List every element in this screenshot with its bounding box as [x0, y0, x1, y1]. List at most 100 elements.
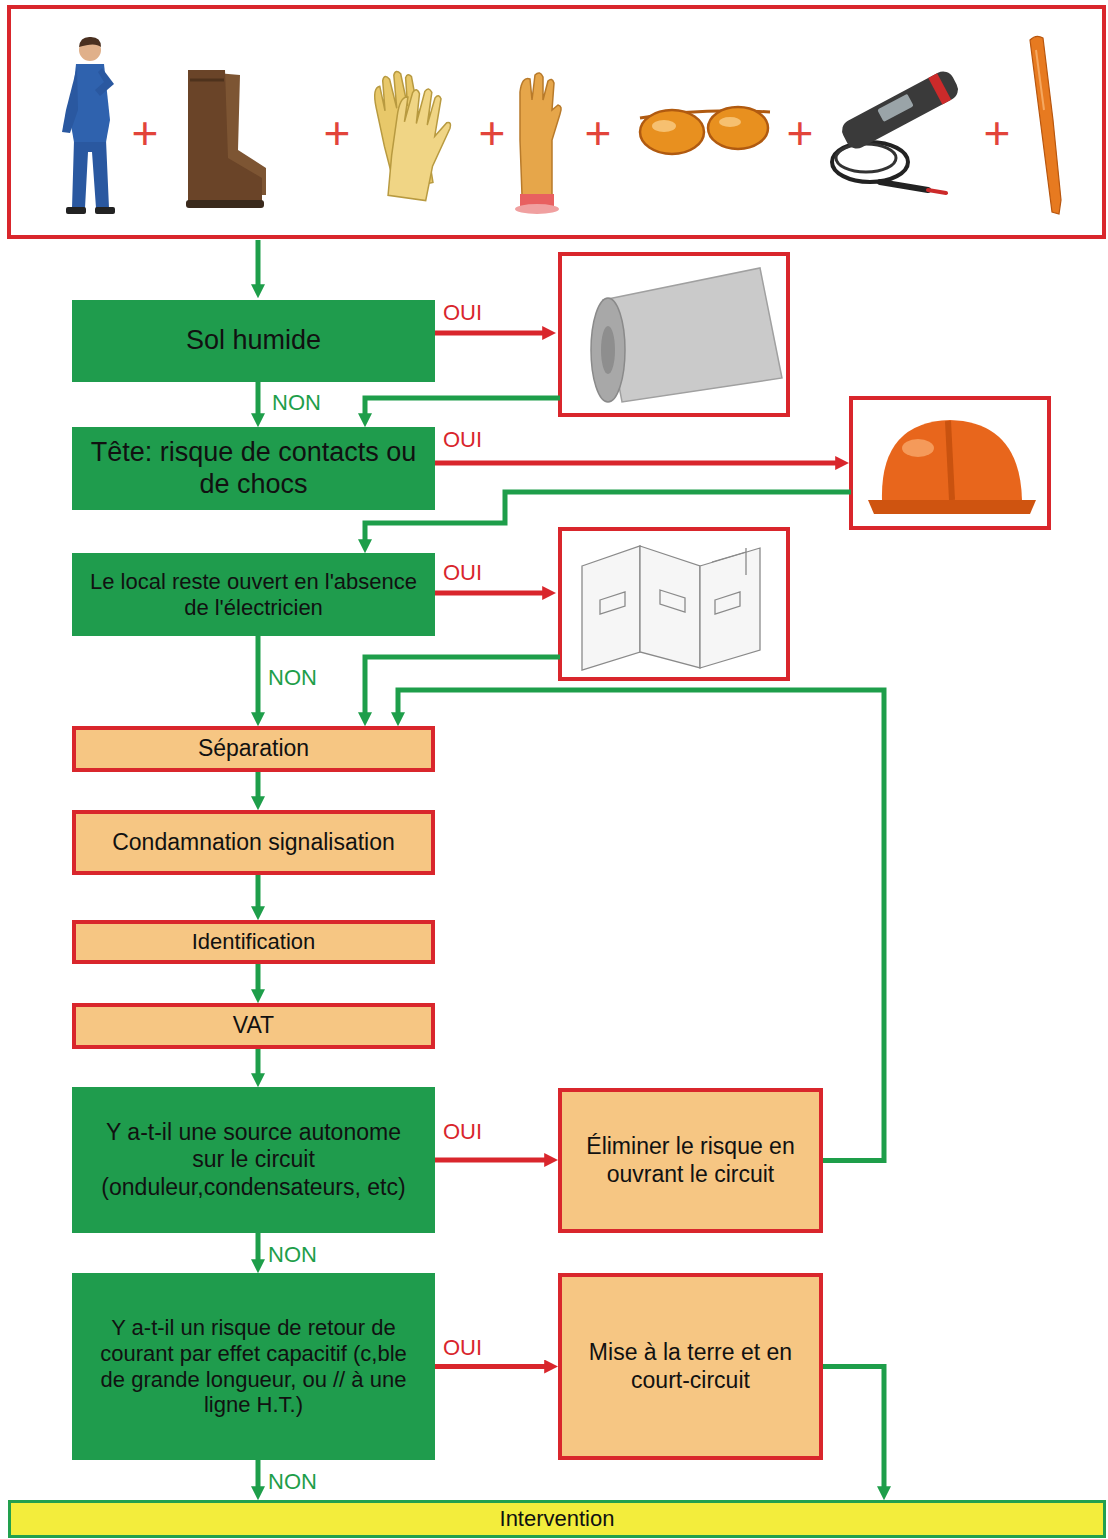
worker-figure — [95, 207, 115, 214]
voltage-tester — [880, 182, 928, 190]
picture-frame — [560, 529, 788, 679]
flow-connector — [823, 1367, 884, 1490]
plus-sign-anchor: + — [967, 103, 1027, 163]
barrier-drawing — [582, 546, 640, 670]
insulating-gloves — [386, 85, 455, 202]
node-text: Séparation — [86, 735, 421, 762]
branch-label-anchor: OUI — [443, 300, 482, 325]
node-text: Intervention — [21, 1506, 1093, 1532]
branch-label: NON — [272, 390, 321, 415]
safety-glasses — [708, 107, 768, 149]
voltage-tester — [832, 68, 962, 193]
flow-arrow — [435, 591, 545, 596]
safety-helmet — [902, 439, 934, 457]
voltage-tester — [832, 142, 908, 182]
node-text: Identification — [86, 929, 421, 955]
barrier-drawing — [700, 548, 760, 668]
branch-label-anchor: OUI — [443, 1119, 482, 1144]
branch-label: OUI — [443, 1335, 482, 1360]
node-text: Condamnation signalisation — [86, 829, 421, 856]
insulating-mat — [603, 268, 782, 402]
voltage-tester — [838, 68, 962, 153]
branch-label: OUI — [443, 300, 482, 325]
safety-boots — [190, 79, 224, 82]
worker-figure — [79, 37, 101, 47]
node-text: Y a-t-il un risque de retour de courant … — [92, 1315, 415, 1419]
barrier-drawing — [715, 592, 740, 614]
safety-boots — [188, 70, 262, 203]
insulating-mat — [591, 268, 782, 402]
flow-arrow — [435, 331, 545, 336]
action-box: Mise à la terre et en court-circuit — [558, 1273, 823, 1460]
picture-frame — [851, 398, 1049, 528]
insulated-screwdriver — [1030, 36, 1061, 214]
node-text: Le local reste ouvert en l'absence de l'… — [80, 569, 427, 621]
glove-tester — [520, 73, 561, 195]
voltage-tester — [836, 144, 896, 172]
plus-sign: + — [324, 107, 351, 160]
worker-figure — [72, 140, 109, 208]
insulating-mat — [591, 298, 625, 402]
decision-box: Tête: risque de contacts ou de chocs — [72, 427, 435, 510]
worker-figure — [95, 68, 114, 96]
flow-connector — [256, 382, 261, 416]
branch-label-anchor: NON — [272, 390, 321, 415]
plus-sign: + — [984, 107, 1011, 160]
insulated-screwdriver — [1036, 50, 1044, 110]
branch-label: NON — [268, 665, 317, 690]
plus-sign: + — [787, 107, 814, 160]
flow-arrow — [365, 492, 851, 542]
action-box: Éliminer le risque en ouvrant le circuit — [558, 1088, 823, 1233]
plus-sign-anchor: + — [115, 103, 175, 163]
end-band: Intervention — [8, 1500, 1106, 1538]
safety-boots — [186, 70, 266, 208]
safety-glasses — [652, 120, 676, 132]
flow-connector — [256, 964, 261, 992]
safety-boots — [186, 200, 264, 208]
plus-sign-anchor: + — [462, 103, 522, 163]
barrier-drawing — [660, 590, 685, 612]
barrier-drawing — [582, 546, 760, 670]
safety-glasses — [640, 110, 704, 154]
flow-arrow — [435, 461, 838, 466]
flow-connector — [256, 772, 261, 799]
node-text: Mise à la terre et en court-circuit — [578, 1339, 803, 1393]
glove-tester — [515, 204, 559, 214]
flow-connector — [435, 1364, 547, 1369]
plus-sign-anchor: + — [307, 103, 367, 163]
flow-arrow — [365, 398, 560, 416]
worker-figure — [62, 67, 78, 133]
branch-label-anchor: OUI — [443, 1335, 482, 1360]
branch-label: OUI — [443, 560, 482, 585]
glove-tester — [515, 73, 561, 214]
worker-figure — [66, 207, 86, 214]
flow-connector — [256, 1049, 261, 1076]
decision-box: Y a-t-il un risque de retour de courant … — [72, 1273, 435, 1460]
voltage-tester — [928, 73, 951, 104]
voltage-tester — [928, 190, 946, 193]
branch-label: OUI — [443, 427, 482, 452]
safety-helmet — [948, 421, 952, 500]
barrier-drawing — [712, 548, 746, 575]
equipment-panel — [9, 7, 1104, 237]
branch-label-anchor: NON — [268, 665, 317, 690]
branch-label: NON — [268, 1469, 317, 1494]
flow-connector — [256, 636, 261, 715]
plus-sign-anchor: + — [568, 103, 628, 163]
node-text: VAT — [86, 1012, 421, 1039]
branch-label-anchor: NON — [268, 1469, 317, 1494]
safety-helmet — [882, 420, 1022, 500]
step-box: VAT — [72, 1003, 435, 1049]
barrier-drawing — [640, 546, 700, 668]
node-text: Éliminer le risque en ouvrant le circuit — [578, 1133, 803, 1187]
flow-arrow — [365, 657, 560, 715]
flow-connector — [256, 1233, 261, 1262]
insulating-mat — [601, 326, 615, 374]
node-text: Tête: risque de contacts ou de chocs — [82, 437, 425, 501]
safety-glasses — [719, 117, 741, 127]
worker-figure — [62, 37, 115, 214]
step-box: Séparation — [72, 726, 435, 772]
branch-label: NON — [268, 1242, 317, 1267]
picture-frame — [560, 254, 788, 415]
